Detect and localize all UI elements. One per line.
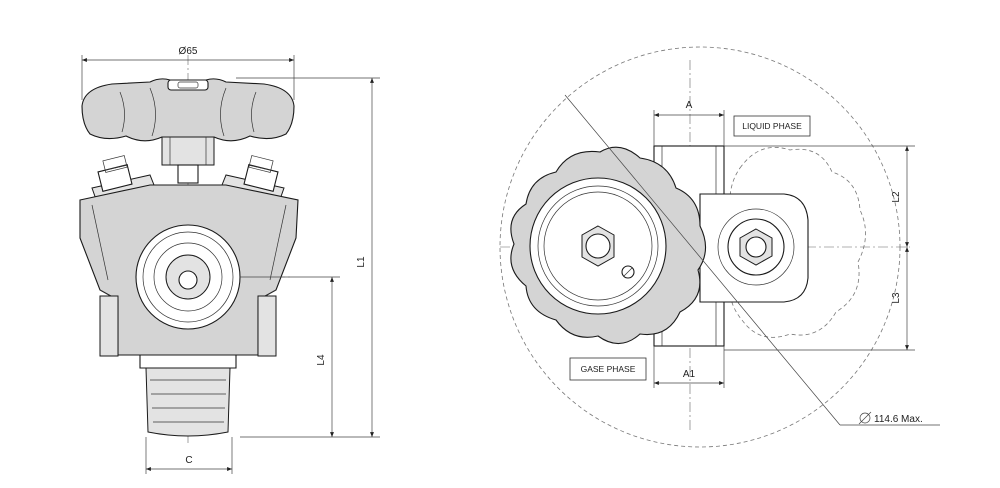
dim-label-A1: A1 <box>683 369 696 380</box>
valve-stem <box>161 136 215 184</box>
dim-A1: A1 <box>653 346 725 388</box>
dim-label-A: A <box>686 100 693 111</box>
dim-L4: L4 <box>240 276 340 437</box>
center-port <box>135 224 241 330</box>
diameter-symbol-icon <box>859 412 871 424</box>
dim-label-L2: L2 <box>891 191 902 203</box>
dim-label-L1: L1 <box>356 256 367 268</box>
handwheel <box>81 78 295 142</box>
dim-label-L4: L4 <box>316 354 327 366</box>
threaded-inlet <box>139 354 237 437</box>
dim-label-L3: L3 <box>891 292 902 304</box>
ghost-handwheel <box>724 146 866 338</box>
top-handwheel <box>510 146 707 345</box>
dim-label-diameter-max: 114.6 Max. <box>874 414 923 425</box>
gas-phase-label: GASE PHASE <box>569 357 647 381</box>
liquid-phase-text: LIQUID PHASE <box>742 121 802 131</box>
dim-label-C: C <box>185 455 192 466</box>
gas-phase-text: GASE PHASE <box>581 364 636 374</box>
dim-label-diameter-65: Ø65 <box>179 46 198 57</box>
side-view: Ø65 L1 L4 C <box>79 46 380 474</box>
right-outlet <box>699 193 809 303</box>
dim-diameter-65: Ø65 <box>81 46 295 100</box>
dim-L2: L2 <box>724 145 915 247</box>
dim-A: A <box>653 100 725 146</box>
liquid-phase-label: LIQUID PHASE <box>733 115 811 137</box>
dim-C: C <box>145 437 233 474</box>
diameter-leader <box>564 94 841 426</box>
top-view: 114.6 Max. A A1 L2 L3 <box>499 46 940 448</box>
dim-L1: L1 <box>236 77 380 438</box>
dim-L3: L3 <box>724 247 915 351</box>
